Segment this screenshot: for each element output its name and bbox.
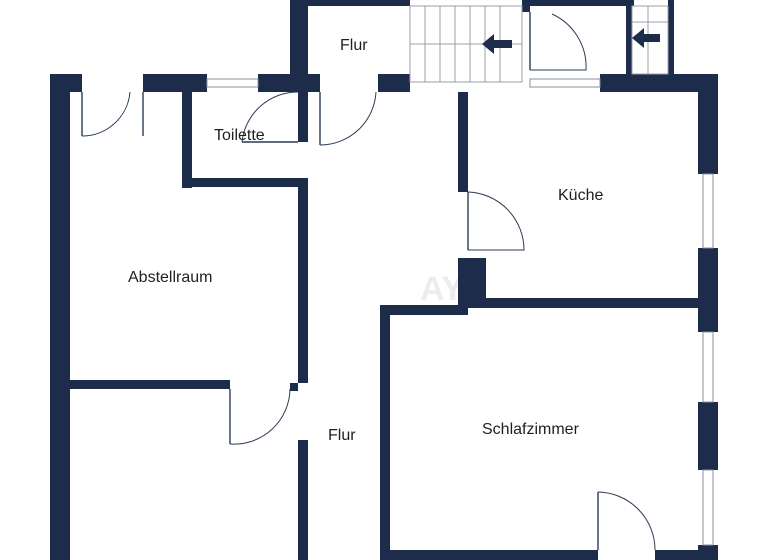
wall-toilet-left (182, 92, 192, 188)
staircase-side (631, 5, 669, 75)
wall-kitchen-bottom (468, 298, 718, 308)
wall-mid-top-a (308, 74, 320, 92)
wall-bedroom-bottom-a (380, 550, 598, 560)
room-labels: Flur Toilette Küche Abstellraum Flur Sch… (128, 37, 603, 444)
wall-toilet-right (298, 92, 308, 142)
wall-right-outer-b (698, 248, 718, 332)
wall-mid-top-c (600, 74, 718, 92)
room-label-kueche: Küche (558, 187, 603, 204)
room-label-flur-main: Flur (328, 427, 356, 444)
door-swing (319, 91, 377, 146)
window-bedroom-right-a (702, 331, 714, 403)
wall-right-outer-a (698, 74, 718, 174)
door-swing (229, 388, 291, 445)
wall-top-left-b (143, 74, 207, 92)
doors (81, 12, 656, 551)
wall-bedroom-bottom-b (655, 550, 718, 560)
watermark-text: AY (420, 270, 464, 308)
wall-landing-left (522, 0, 530, 12)
door-swing (81, 91, 131, 137)
wall-abstell-bottom (70, 380, 230, 389)
wall-mid-top-b (378, 74, 410, 92)
windows (206, 78, 714, 546)
wall-kitchen-left (458, 92, 468, 192)
wall-right-outer-c (698, 402, 718, 470)
room-label-toilette: Toilette (214, 127, 265, 144)
walls (50, 0, 718, 560)
wall-landing-right (626, 0, 634, 74)
wall-stair-right (668, 0, 674, 74)
wall-landing-top (522, 0, 632, 6)
door-swing (530, 13, 587, 71)
arrow-left-icon (632, 28, 660, 48)
door-swing (467, 191, 525, 251)
arrow-left-icon (482, 34, 512, 54)
window-kitchen-top (529, 78, 601, 88)
staircase-main (409, 5, 523, 83)
wall-abstell-right-lower (290, 383, 298, 391)
wall-flur-top-left (290, 0, 308, 92)
wall-top-left-a (50, 74, 82, 92)
room-label-abstellraum: Abstellraum (128, 269, 212, 286)
door-swing (241, 91, 299, 143)
room-label-flur-top: Flur (340, 37, 368, 54)
window-top-left (206, 78, 259, 88)
wall-flur-top-top (290, 0, 410, 6)
window-kitchen-right (702, 173, 714, 249)
room-label-schlafzimmer: Schlafzimmer (482, 421, 580, 438)
wall-bedroom-left (380, 305, 390, 560)
wall-toilet-bottom (182, 178, 308, 187)
wall-left-outer (50, 74, 70, 560)
window-bedroom-right-b (702, 469, 714, 546)
wall-lower-left-right (298, 440, 308, 560)
wall-bedroom-top (380, 305, 468, 315)
door-swing (597, 491, 656, 551)
wall-abstell-right (298, 187, 308, 383)
